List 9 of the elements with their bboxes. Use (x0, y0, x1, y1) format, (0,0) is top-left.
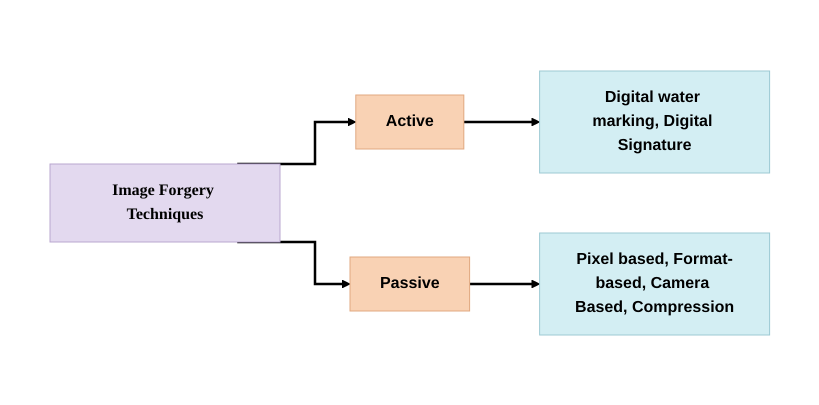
node-box: Active (354, 94, 464, 149)
node-box: Pixel based, Format-based, Camera Based, Compression (538, 232, 770, 335)
arrow (236, 240, 350, 288)
node-box: Image Forgery Techniques (49, 163, 280, 242)
node-box: Passive (349, 256, 470, 311)
node-box: Digital water marking, Digital Signature (538, 70, 770, 173)
arrow (469, 279, 540, 288)
arrow (464, 117, 540, 126)
arrow (236, 117, 356, 165)
